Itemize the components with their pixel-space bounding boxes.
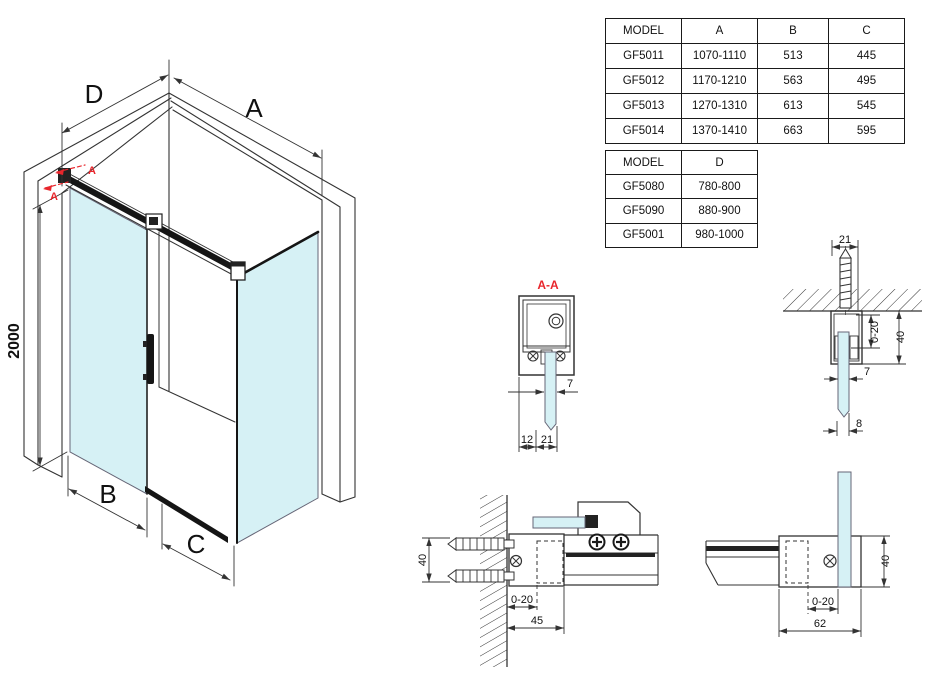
dim-b-cell: 663 [757, 118, 829, 145]
bracket-adjust-label: 0-20 [511, 594, 533, 606]
threshold-bar [145, 486, 228, 543]
isometric-view: D A 2000 B C [6, 59, 356, 587]
aa-dim-right-label: 21 [541, 434, 553, 446]
ceiling-glass [837, 331, 850, 418]
dimension-height-label: 2000 [6, 323, 23, 359]
bracket-glass [532, 516, 586, 529]
ceiling-glass-thickness-label: 7 [864, 366, 870, 378]
table-row: GF5014 1370-1410 663 595 [605, 118, 905, 145]
clamp-adjust-zone [785, 540, 809, 584]
dim-a-cell: 1370-1410 [681, 118, 758, 145]
dim-b-cell: 563 [757, 68, 829, 95]
aa-bottom-dims [518, 377, 558, 452]
model-cell: GF5001 [605, 222, 682, 248]
section-cut-marks: A A [43, 164, 96, 203]
rail-carriage [564, 501, 659, 586]
ceiling-dims [823, 310, 906, 436]
dim-c-cell: 445 [828, 43, 905, 70]
bracket-screw [509, 554, 523, 568]
carriage-screws [588, 533, 630, 551]
column-header-c: C [828, 17, 905, 45]
side-panel-glass [236, 231, 319, 544]
door-handle [143, 334, 154, 384]
dim-a-cell: 1270-1310 [681, 93, 758, 120]
size-table-header-row: MODEL A B C [605, 17, 905, 45]
rail-end-cap [230, 261, 246, 281]
side-panel-top-edge [235, 230, 320, 279]
clamp-screw [823, 554, 837, 568]
ceiling-width-label: 21 [839, 234, 851, 246]
model-cell: GF5013 [605, 93, 682, 120]
dim-a-cell: 1170-1210 [681, 68, 758, 95]
depth-table-header-row: MODEL D [605, 149, 758, 176]
size-table: MODEL A B C GF5011 1070-1110 513 445 GF5… [605, 17, 905, 145]
column-header-a: A [681, 17, 758, 45]
floor-height-label: 40 [880, 555, 892, 567]
aa-glass [544, 351, 557, 431]
dimension-b [67, 455, 148, 538]
dim-d-cell: 880-900 [681, 198, 758, 224]
dim-c-cell: 545 [828, 93, 905, 120]
floor-width-label: 62 [814, 618, 826, 630]
column-header-model: MODEL [605, 17, 682, 45]
dimension-c [161, 503, 235, 587]
table-row: GF5001 980-1000 [605, 222, 758, 248]
interior-lines [158, 231, 236, 423]
bracket-depth-label: 45 [531, 615, 543, 627]
dimension-d [61, 59, 170, 187]
model-cell: GF5090 [605, 198, 682, 224]
dimension-a-label: A [245, 93, 263, 123]
section-aa-title: A-A [537, 278, 559, 292]
section-mark-a-upper: A [88, 165, 96, 177]
section-mark-a-lower: A [50, 191, 58, 203]
ceiling-adjust-label: 0-20 [869, 321, 881, 343]
floor-glass [837, 471, 852, 588]
dim-c-cell: 595 [828, 118, 905, 145]
model-cell: GF5012 [605, 68, 682, 95]
section-aa-detail: A-A 7 12 21 [508, 278, 578, 452]
aa-glass-thickness-label: 7 [567, 378, 573, 390]
table-row: GF5012 1170-1210 563 495 [605, 68, 905, 95]
ceiling-glass-bottom-label: 8 [856, 418, 862, 430]
model-cell: GF5080 [605, 174, 682, 200]
table-row: GF5013 1270-1310 613 545 [605, 93, 905, 120]
bracket-dims [422, 537, 565, 634]
table-row: GF5080 780-800 [605, 174, 758, 200]
column-header-d: D [681, 149, 758, 176]
dimension-b-label: B [99, 479, 116, 509]
ceiling-hatch [783, 289, 922, 311]
dim-d-cell: 780-800 [681, 174, 758, 200]
depth-table: MODEL D GF5080 780-800 GF5090 880-900 GF… [605, 149, 758, 248]
dimension-a [173, 77, 323, 197]
dim-b-cell: 613 [757, 93, 829, 120]
ceiling-anchor [839, 246, 852, 318]
wall-anchors [447, 537, 515, 583]
bracket-anchor-spacing-label: 40 [417, 554, 429, 566]
aa-dim-left-label: 12 [521, 434, 533, 446]
floor-adjust-label: 0-20 [812, 596, 834, 608]
column-header-model: MODEL [605, 149, 682, 176]
column-header-b: B [757, 17, 829, 45]
bracket-adjust-zone [536, 540, 564, 584]
dimension-d-label: D [85, 79, 104, 109]
dimension-c-label: C [187, 529, 206, 559]
floor-rail [705, 540, 781, 586]
ceiling-height-label: 40 [895, 331, 907, 343]
table-row: GF5011 1070-1110 513 445 [605, 43, 905, 70]
dimension-height [32, 189, 69, 472]
model-cell: GF5014 [605, 118, 682, 145]
dim-a-cell: 1070-1110 [681, 43, 758, 70]
ceiling-mount-detail: 21 [783, 234, 922, 436]
dim-b-cell: 513 [757, 43, 829, 70]
model-cell: GF5011 [605, 43, 682, 70]
floor-dims [778, 535, 890, 637]
table-row: GF5090 880-900 [605, 198, 758, 224]
floor-clamp-detail: 40 0-20 62 [705, 471, 892, 637]
dim-d-cell: 980-1000 [681, 222, 758, 248]
wall-bracket-detail: 40 0-20 45 [417, 495, 659, 667]
dim-c-cell: 495 [828, 68, 905, 95]
sliding-door-glass [69, 187, 148, 495]
rail-mid-clamp [145, 213, 163, 230]
